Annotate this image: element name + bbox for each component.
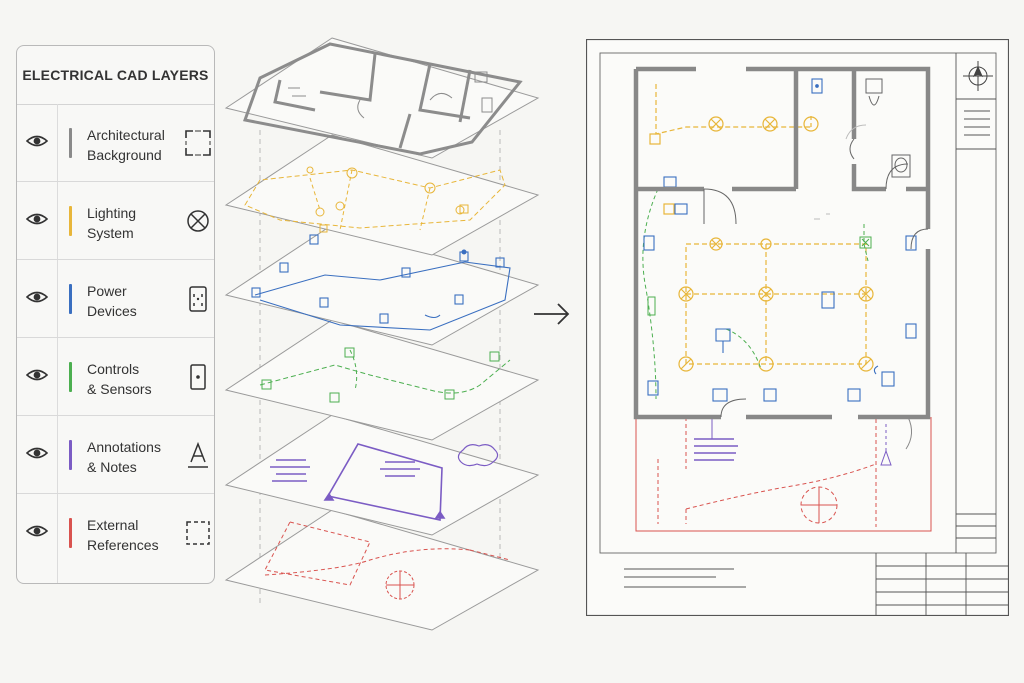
lighting-overlay: [649, 84, 874, 372]
controls-overlay: [642, 188, 872, 400]
layer-label: Controls& Sensors: [87, 361, 152, 397]
architectural-walls: [633, 66, 931, 420]
layer-color-swatch: [69, 206, 72, 236]
layer-color-swatch: [69, 518, 72, 548]
light-fixture-icon: [187, 210, 209, 232]
layer-row-annotations[interactable]: Annotations& Notes: [17, 416, 214, 494]
layer-color-swatch: [69, 128, 72, 158]
text-annotation-icon: [188, 441, 208, 468]
exploded-layers-diagram: [224, 37, 540, 631]
dashed-box-icon: [186, 521, 210, 545]
drawing-frame: [599, 52, 997, 554]
switch-icon: [190, 364, 206, 390]
north-arrow-icon: [963, 61, 993, 91]
annotations-overlay: [694, 417, 892, 466]
layer-color-swatch: [69, 440, 72, 470]
arrow-right-icon: [534, 303, 570, 325]
eye-icon[interactable]: [26, 211, 48, 227]
layer-plate-controls: [224, 319, 540, 441]
layer-color-swatch: [69, 284, 72, 314]
layer-plate-power: [224, 224, 540, 346]
room-corners-icon: [185, 130, 211, 156]
layer-plate-external-references: [224, 509, 540, 631]
architectural-fixtures: [703, 78, 929, 450]
layer-row-controls[interactable]: Controls& Sensors: [17, 338, 214, 416]
panel-title: ELECTRICAL CAD LAYERS: [17, 46, 214, 105]
outlet-icon: [189, 286, 207, 312]
eye-icon[interactable]: [26, 289, 48, 305]
layer-plate-lighting: [224, 134, 540, 256]
layer-plate-annotations: [224, 414, 540, 536]
composed-drawing-sheet: [586, 39, 1009, 616]
power-overlay: [643, 78, 917, 402]
eye-icon[interactable]: [26, 523, 48, 539]
panel-divider: [57, 104, 58, 583]
layer-plate-architectural: [224, 37, 540, 159]
external-references-overlay: [635, 417, 932, 532]
eye-icon[interactable]: [26, 367, 48, 383]
eye-icon[interactable]: [26, 445, 48, 461]
title-block: [624, 53, 1009, 616]
eye-icon[interactable]: [26, 133, 48, 149]
layer-color-swatch: [69, 362, 72, 392]
layer-label: Annotations& Notes: [87, 439, 161, 475]
